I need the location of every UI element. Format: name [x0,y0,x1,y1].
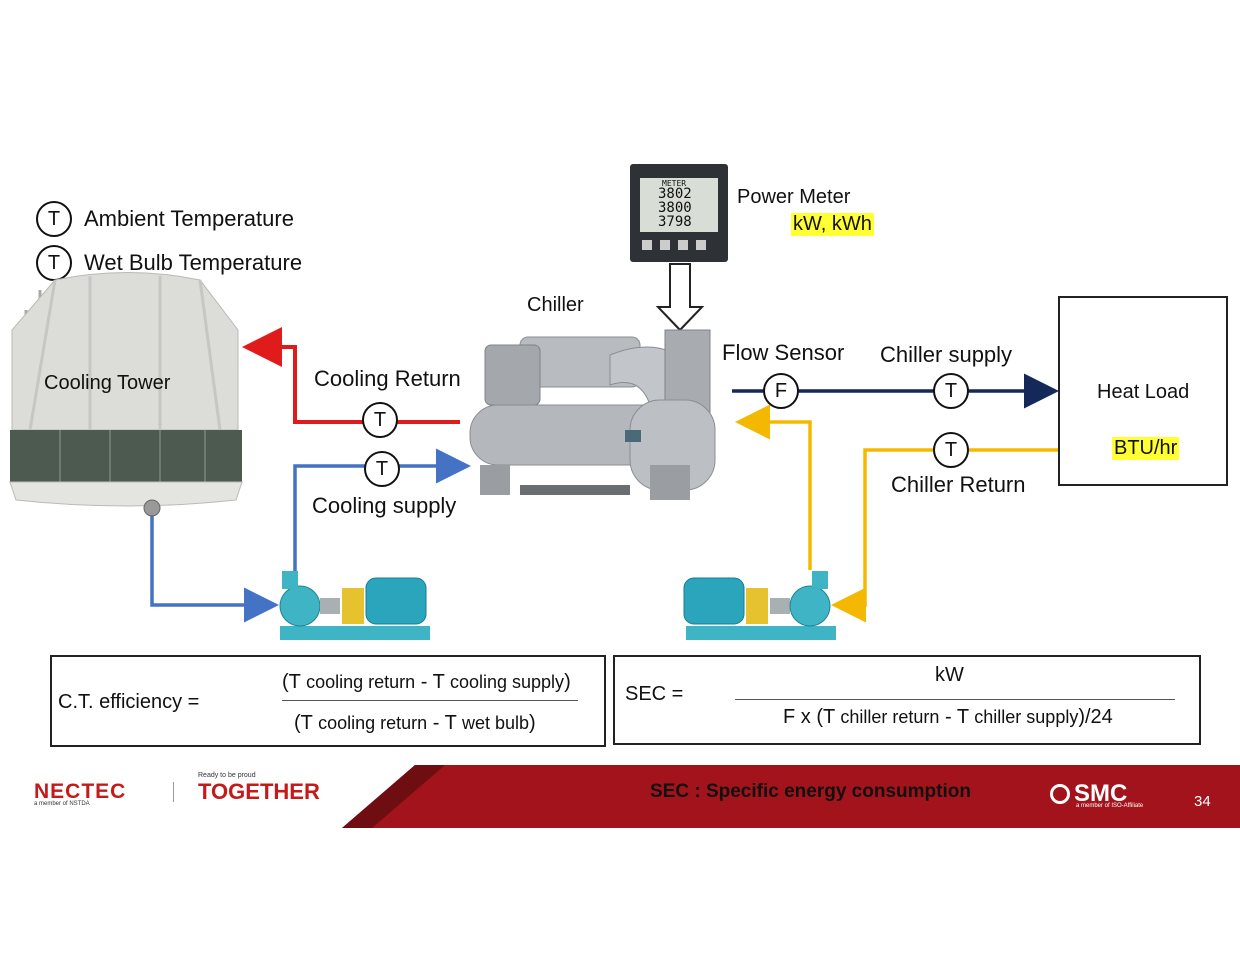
together-logo-small: Ready to be proud [198,772,256,779]
meter-display-value-3: 3798 [658,214,692,230]
ct-efficiency-denominator: (T cooling return - T wet bulb) [294,712,536,734]
legend-wet-bulb-label: Wet Bulb Temperature [84,250,303,275]
page-number: 34 [1194,793,1211,810]
heat-load-box: Heat Load BTU/hr [1058,296,1228,486]
together-logo: TOGETHER [198,779,320,804]
nectec-logo-sub: a member of NSTDA [34,801,90,807]
legend-ambient-sensor-icon: T [36,201,72,237]
chiller-pump-icon [683,571,836,640]
sec-denominator: F x (T chiller return - T chiller supply… [783,706,1113,728]
smc-logo-mark-icon [1050,784,1070,804]
chiller-supply-sensor-icon: T [933,373,969,409]
power-meter-device-icon: METER 3802 3800 3798 [630,164,728,262]
tower-to-pump-pipe [150,510,279,623]
sec-definition: SEC : Specific energy consumption [650,781,971,802]
cooling-supply-label: Cooling supply [312,493,457,518]
ct-efficiency-lhs: C.T. efficiency = [58,691,200,713]
heat-load-label: Heat Load [1097,381,1190,403]
cooling-pump-icon [279,571,430,640]
chiller-return-label: Chiller Return [891,472,1026,497]
power-meter-label: Power Meter [737,186,851,208]
sec-numerator: kW [935,664,964,686]
cooling-tower-label: Cooling Tower [44,372,171,394]
meter-display-header: METER [662,179,687,188]
power-meter-units: kW, kWh [791,213,874,236]
ct-efficiency-formula-box: C.T. efficiency = (T cooling return - T … [50,655,606,747]
legend-wet-bulb-sensor-icon: T [36,245,72,281]
nectec-logo: NECTEC [34,780,127,803]
pump-to-chiller-pipe [735,404,812,570]
ct-efficiency-numerator: (T cooling return - T cooling supply) [282,671,571,693]
power-meter-arrow [655,263,705,332]
footer-divider [173,782,174,802]
meter-display-value-2: 3800 [658,200,692,216]
cooling-supply-sensor-icon: T [364,451,400,487]
sec-formula-box: SEC = kW F x (T chiller return - T chill… [613,655,1201,745]
sec-lhs: SEC = [625,683,684,705]
cooling-supply-pipe [293,448,471,572]
chiller-supply-label: Chiller supply [880,342,1013,367]
cooling-return-sensor-icon: T [362,402,398,438]
heat-load-units: BTU/hr [1112,437,1180,460]
ct-efficiency-fraction-bar [282,700,578,701]
legend-ambient-label: Ambient Temperature [84,206,294,231]
chiller-return-sensor-icon: T [933,432,969,468]
sec-fraction-bar [735,699,1175,700]
chiller-label: Chiller [527,294,584,316]
meter-display-value-1: 3802 [658,186,692,202]
chiller-icon [469,329,716,500]
smc-logo: SMC [1074,780,1128,807]
cooling-return-label: Cooling Return [314,366,461,391]
smc-logo-sub: a member of ISO-Affiliate [1076,803,1144,809]
cooling-tower-icon [9,272,243,517]
flow-sensor-label: Flow Sensor [722,340,845,365]
flow-sensor-icon: F [763,373,799,409]
